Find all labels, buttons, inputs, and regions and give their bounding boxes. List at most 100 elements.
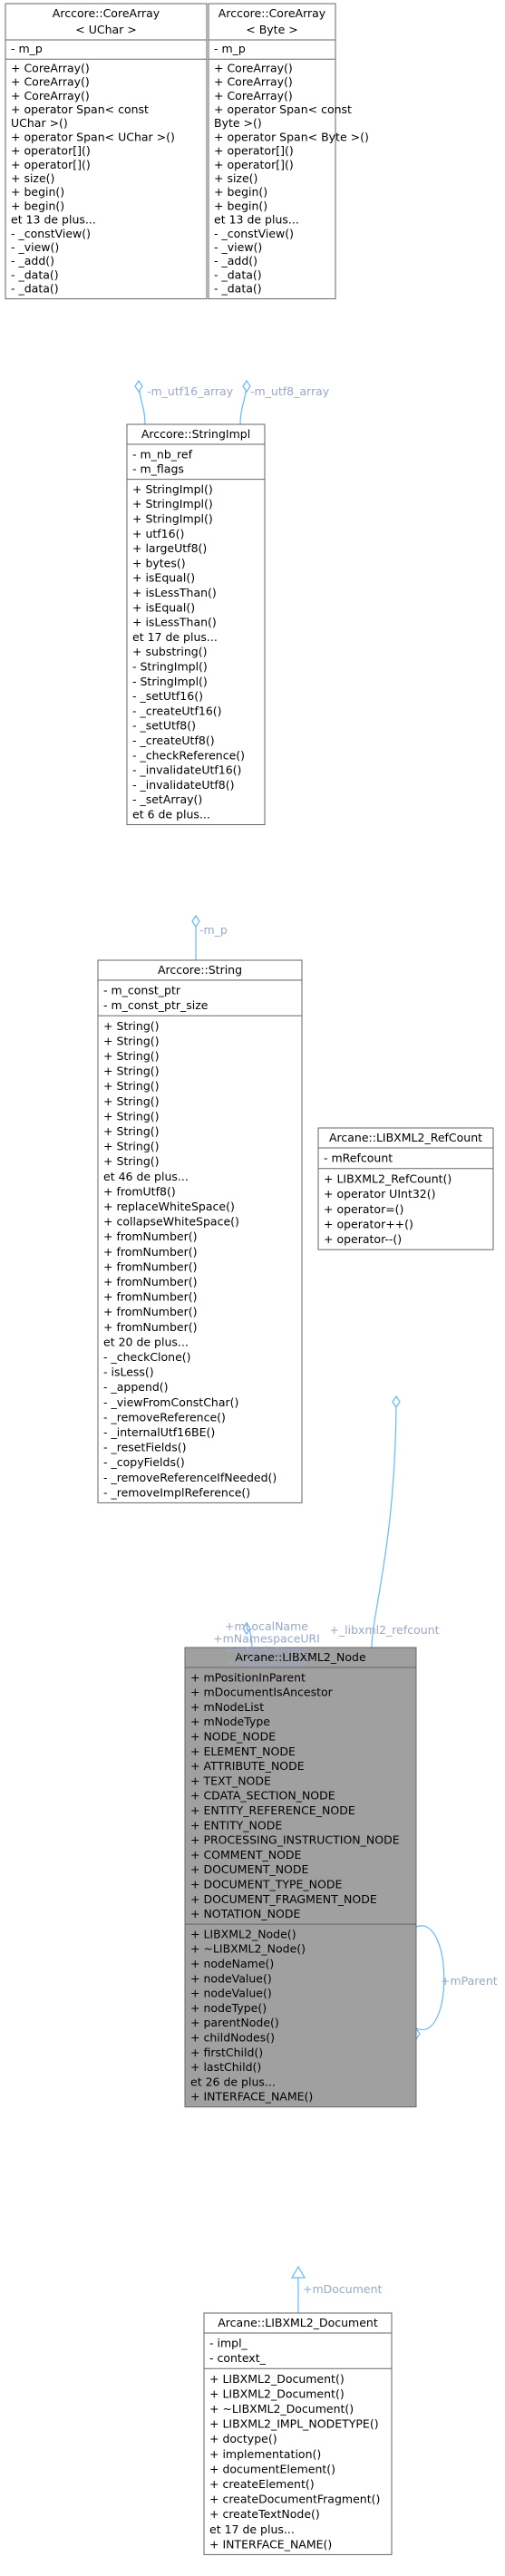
class-member: - _createUtf16(): [132, 704, 222, 717]
class-member: + replaceWhiteSpace(): [103, 1200, 235, 1213]
class-member: + LIBXML2_Node(): [190, 1927, 296, 1940]
class-member: + nodeValue(): [190, 1971, 272, 1985]
class-title: Arccore::StringImpl: [141, 427, 250, 441]
class-title: Arccore::String: [158, 963, 242, 977]
class-member: - _data(): [11, 282, 59, 296]
class-member: et 13 de plus...: [214, 213, 299, 227]
class-member: + doctype(): [209, 2432, 277, 2445]
edge-line: [415, 1925, 445, 2031]
edge-byte-stringimpl: [239, 379, 251, 425]
class-member: et 20 de plus...: [103, 1335, 189, 1348]
class-member: - isLess(): [103, 1366, 154, 1379]
class-box: [184, 1647, 417, 2108]
class-member: et 6 de plus...: [132, 808, 210, 821]
class-member: + operator Span< UChar >(): [11, 130, 175, 143]
class-member: + CoreArray(): [214, 75, 293, 89]
class-member: + isEqual(): [132, 600, 195, 614]
class-member: - _createUtf8(): [132, 734, 215, 747]
edge-uchar-stringimpl: [134, 379, 146, 425]
class-member: + NODE_NODE: [190, 1730, 276, 1744]
class-stringimpl: Arccore::StringImpl- m_nb_ref- m_flags+ …: [126, 423, 266, 825]
class-member: - _resetFields(): [103, 1441, 187, 1454]
class-member: + mDocumentIsAncestor: [190, 1686, 334, 1699]
inheritance-arrow: [290, 2265, 306, 2279]
class-member: + String(): [103, 1064, 160, 1078]
class-member: - impl_: [209, 2337, 248, 2350]
class-member: + TEXT_NODE: [190, 1774, 271, 1787]
class-member: + INTERFACE_NAME(): [190, 2090, 313, 2104]
edge-labels-layer: -m_utf16_array-m_utf8_array-m_p+mLocalNa…: [147, 384, 498, 2296]
class-member: + CoreArray(): [11, 89, 90, 102]
class-member: + childNodes(): [190, 2031, 275, 2045]
class-member: + size(): [214, 171, 257, 185]
class-member: + operator--(): [324, 1232, 402, 1246]
class-node: Arcane::LIBXML2_Node+ mPositionInParent+…: [184, 1647, 417, 2108]
class-member: - _setUtf8(): [132, 719, 196, 733]
class-member: + lastChild(): [190, 2060, 261, 2074]
class-member: + fromUtf8(): [103, 1184, 176, 1198]
class-member: - mRefcount: [324, 1152, 393, 1165]
classes-layer: Arccore::CoreArray< UChar >- m_p+ CoreAr…: [5, 3, 494, 2555]
class-member: + operator UInt32(): [324, 1187, 436, 1201]
class-member: - _data(): [11, 267, 59, 281]
class-member: + operator=(): [324, 1202, 403, 1216]
class-member: + parentNode(): [190, 2016, 279, 2029]
class-member: + DOCUMENT_FRAGMENT_NODE: [190, 1892, 377, 1906]
class-member: + String(): [103, 1124, 160, 1138]
class-member: + String(): [103, 1019, 160, 1033]
class-member: + DOCUMENT_NODE: [190, 1862, 309, 1876]
class-title: Arccore::CoreArray: [219, 6, 326, 20]
class-member: + createTextNode(): [209, 2507, 320, 2521]
class-member: - _append(): [103, 1380, 169, 1394]
edges-layer: [134, 379, 445, 2313]
class-member: - _removeImplReference(): [103, 1485, 250, 1499]
class-member: + String(): [103, 1079, 160, 1093]
class-member: et 46 de plus...: [103, 1170, 189, 1183]
class-member: + operator++(): [324, 1218, 413, 1231]
class-member: + CoreArray(): [11, 61, 90, 74]
edge-label: +mLocalName: [225, 1619, 308, 1633]
class-member: + CoreArray(): [214, 61, 293, 74]
aggregation-diamond: [392, 1395, 401, 1409]
class-member: + CDATA_SECTION_NODE: [190, 1789, 335, 1803]
class-member: - _add(): [11, 254, 54, 267]
class-member: + begin(): [214, 199, 267, 212]
class-member: et 17 de plus...: [132, 630, 218, 644]
class-member: et 26 de plus...: [190, 2075, 276, 2088]
class-member: + COMMENT_NODE: [190, 1848, 302, 1862]
class-member: + utf16(): [132, 527, 184, 540]
edge-label: +mParent: [441, 1974, 498, 1988]
class-member: + String(): [103, 1034, 160, 1047]
class-box: [126, 423, 266, 825]
class-member: + ELEMENT_NODE: [190, 1745, 296, 1758]
class-title: Arcane::LIBXML2_RefCount: [329, 1131, 482, 1144]
class-member: + StringImpl(): [132, 482, 213, 496]
aggregation-diamond: [191, 914, 200, 928]
class-member: - m_nb_ref: [132, 447, 193, 461]
class-member: + String(): [103, 1094, 160, 1108]
class-member: + begin(): [11, 199, 64, 212]
class-member: + nodeValue(): [190, 1987, 272, 2000]
class-member: - m_p: [11, 42, 43, 55]
class-member: + String(): [103, 1109, 160, 1123]
class-member: + nodeType(): [190, 2001, 267, 2015]
class-string: Arccore::String- m_const_ptr- m_const_pt…: [97, 959, 303, 1503]
class-title: Arcane::LIBXML2_Node: [235, 1650, 366, 1664]
class-member: + isLessThan(): [132, 586, 217, 599]
class-member: + String(): [103, 1154, 160, 1168]
class-member: + isLessThan(): [132, 616, 217, 629]
class-member: - _invalidateUtf16(): [132, 763, 241, 777]
class-member: - _checkClone(): [103, 1350, 191, 1364]
class-member: + LIBXML2_Document(): [209, 2372, 345, 2386]
class-member: + createElement(): [209, 2477, 315, 2491]
class-member: + DOCUMENT_TYPE_NODE: [190, 1878, 342, 1891]
class-uchar: Arccore::CoreArray< UChar >- m_p+ CoreAr…: [5, 3, 208, 300]
class-box: [5, 3, 208, 300]
class-member: - _setArray(): [132, 792, 202, 806]
class-member: - _setUtf16(): [132, 689, 203, 703]
class-member: - _removeReference(): [103, 1410, 226, 1424]
class-byte: Arccore::CoreArray< Byte >- m_p+ CoreArr…: [208, 3, 369, 300]
class-member: + LIBXML2_RefCount(): [324, 1171, 452, 1185]
class-member: + documentElement(): [209, 2462, 335, 2475]
